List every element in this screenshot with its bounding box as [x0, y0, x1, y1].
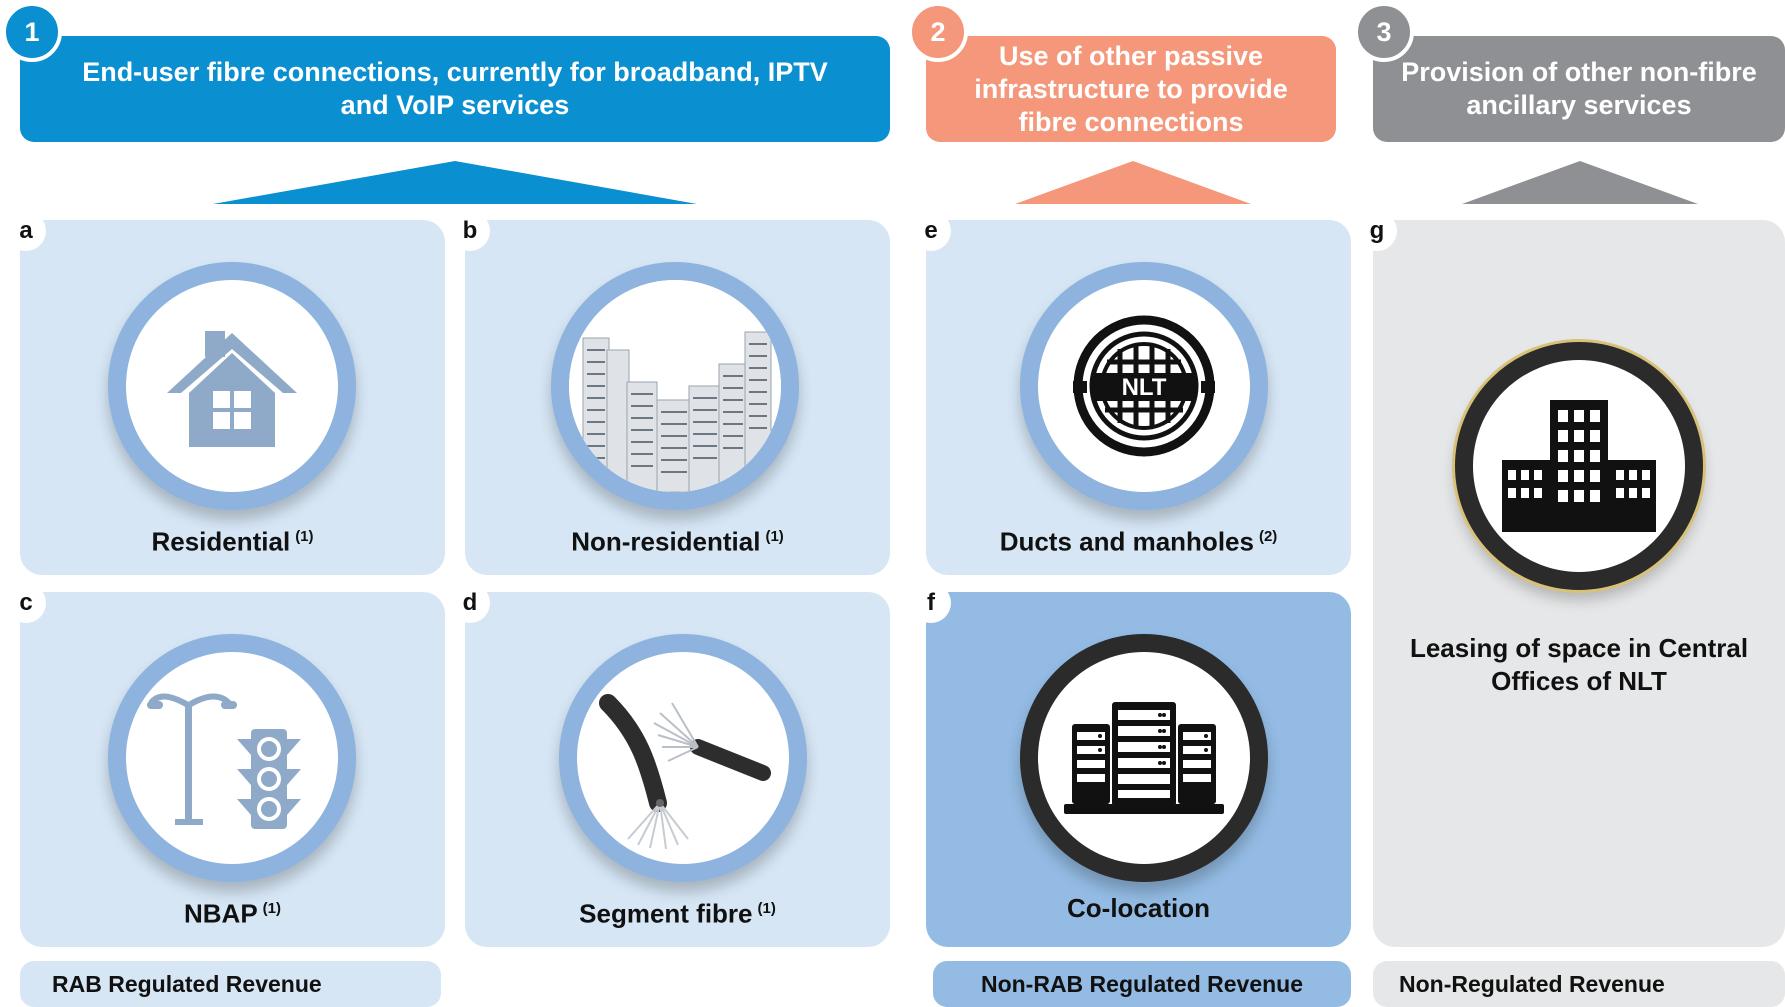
fibre-cable-icon — [599, 694, 771, 850]
card-central-offices: Leasing of space in Central Offices of N… — [1373, 220, 1785, 947]
group-2-header: Use of other passive infrastructure to p… — [926, 36, 1336, 142]
badge-b: b — [450, 211, 490, 251]
manhole-badge-text: NLT — [1122, 374, 1167, 401]
group-1-number-badge: 1 — [2, 2, 62, 62]
server-rack-icon — [1064, 702, 1224, 814]
card-ducts-manholes: NLT Ducts and manholes(2) — [926, 220, 1351, 575]
residential-note: (1) — [295, 528, 314, 545]
badge-f: f — [911, 583, 951, 623]
non-residential-note: (1) — [765, 528, 784, 545]
group-3-number-badge: 3 — [1354, 2, 1414, 62]
card-segment-fibre: Segment fibre(1) — [465, 592, 890, 947]
card-residential: Residential(1) — [20, 220, 445, 575]
ducts-manholes-note: (2) — [1258, 528, 1278, 545]
group-3-header: Provision of other non-fibre ancillary s… — [1373, 36, 1785, 142]
group-1-title: End-user fibre connections, currently fo… — [82, 57, 828, 120]
segment-fibre-circle — [559, 634, 807, 882]
ducts-manholes-label: Ducts and manholes(2) — [999, 526, 1278, 557]
group-3-title: Provision of other non-fibre ancillary s… — [1401, 57, 1757, 120]
footer-non-regulated: Non-Regulated Revenue — [1373, 961, 1785, 1007]
non-residential-circle — [551, 262, 799, 510]
residential-circle — [108, 262, 356, 510]
group-3-pointer — [1462, 161, 1698, 204]
co-location-circle — [1020, 634, 1268, 882]
badge-g: g — [1357, 211, 1397, 251]
badge-a: a — [6, 211, 46, 251]
nbap-label: NBAP(1) — [183, 898, 281, 929]
non-residential-label: Non-residential(1) — [571, 526, 784, 557]
buildings-icon — [569, 280, 781, 492]
house-icon — [167, 331, 297, 447]
group-1-pointer — [213, 161, 697, 204]
segment-fibre-label: Segment fibre(1) — [579, 898, 776, 929]
card-nbap: NBAP(1) — [20, 592, 445, 947]
footer-non-rab-regulated: Non-RAB Regulated Revenue — [933, 961, 1351, 1007]
card-non-residential: Non-residential(1) — [465, 220, 890, 575]
streetlight-traffic-icon — [147, 693, 301, 829]
nbap-note: (1) — [262, 900, 281, 917]
nbap-circle — [108, 634, 356, 882]
office-building-icon — [1502, 400, 1656, 532]
group-2-pointer — [1015, 161, 1251, 204]
group-2-title: Use of other passive infrastructure to p… — [974, 40, 1288, 137]
badge-c: c — [6, 583, 46, 623]
co-location-label: Co-location — [1067, 893, 1210, 923]
group-2-number-badge: 2 — [908, 2, 968, 62]
segment-fibre-note: (1) — [757, 900, 776, 917]
manhole-icon: NLT — [1073, 315, 1215, 457]
card-co-location: Co-location — [926, 592, 1351, 947]
central-offices-label: Leasing of space in Central Offices of N… — [1409, 633, 1749, 696]
badge-d: d — [450, 583, 490, 623]
ducts-manholes-circle: NLT — [1020, 262, 1268, 510]
footer-rab-regulated: RAB Regulated Revenue — [20, 961, 441, 1007]
central-offices-circle — [1455, 342, 1703, 590]
group-1-header: End-user fibre connections, currently fo… — [20, 36, 890, 142]
badge-e: e — [911, 211, 951, 251]
residential-label: Residential(1) — [151, 526, 314, 557]
